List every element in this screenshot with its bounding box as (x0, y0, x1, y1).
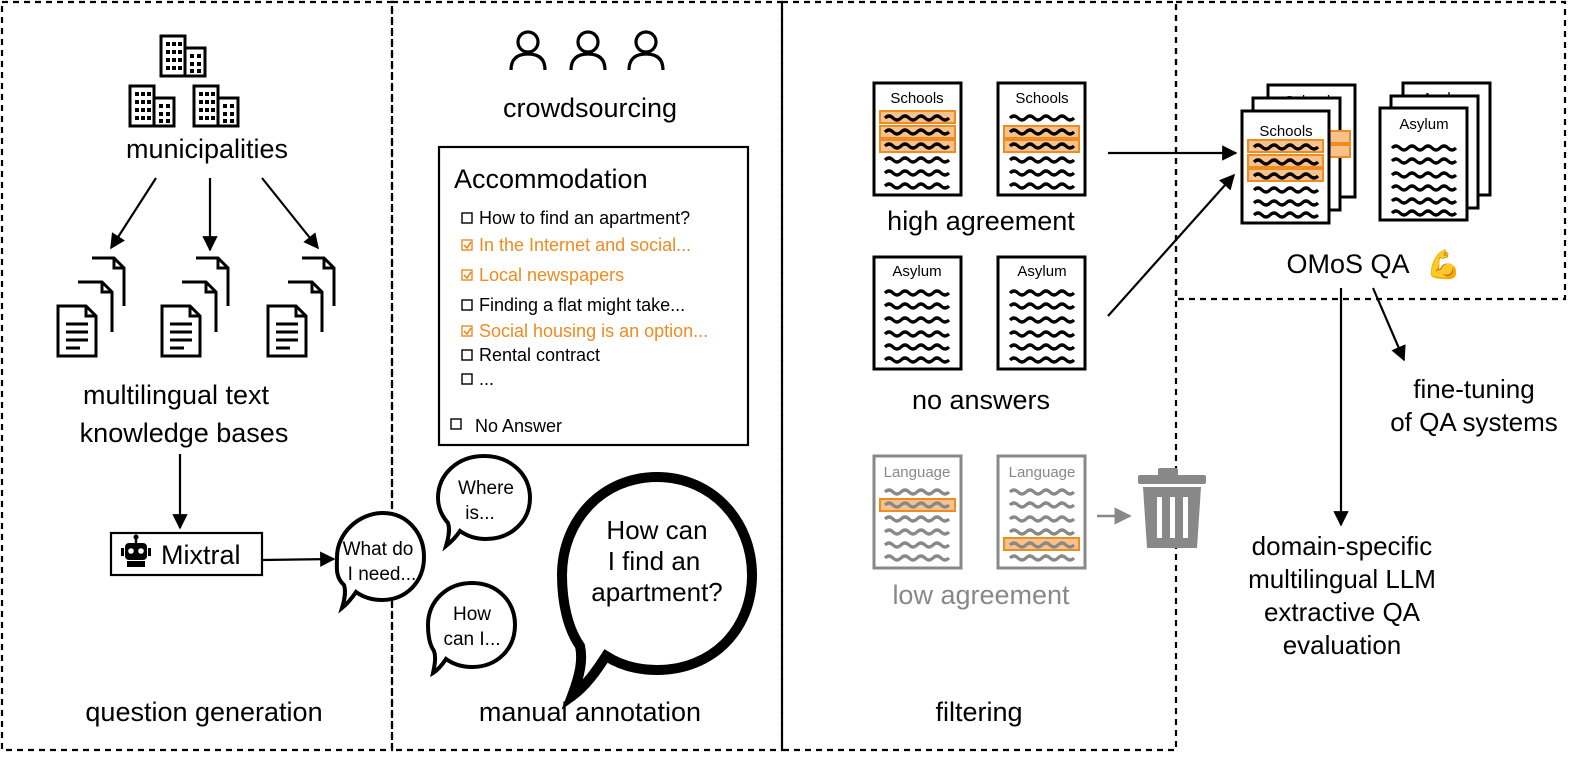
bubble-text-line1: Where (458, 478, 514, 499)
task-option: ... (479, 369, 494, 389)
eval-line1: domain-specific (1252, 531, 1433, 561)
manual-annotation-frame (390, 0, 784, 752)
flexed-biceps-icon: 💪 (1426, 248, 1461, 281)
task-option: Rental contract (479, 345, 600, 365)
checkbox[interactable] (461, 349, 473, 361)
crowdsourcing-label: crowdsourcing (503, 93, 677, 123)
filtering-frame (780, 0, 1178, 752)
task-options: How to find an apartment? In the Internet… (461, 208, 708, 389)
checkbox[interactable] (461, 212, 473, 224)
low-agreement-label: low agreement (892, 580, 1070, 610)
model-label: Mixtral (161, 540, 241, 570)
task-option: In the Internet and social... (479, 235, 691, 255)
stack-asylum: Asylum Asylum (1378, 81, 1492, 222)
dataset-name: OMoS QA (1286, 249, 1409, 279)
checkbox[interactable] (461, 373, 473, 385)
checkbox[interactable] (461, 269, 473, 281)
eval-line2: multilingual LLM (1248, 564, 1436, 594)
kb-label-line1: multilingual text (83, 380, 270, 410)
annotation-task-card: Accommodation How to find an apartment? I… (437, 145, 750, 447)
doc-title: Asylum (1399, 116, 1448, 133)
municipality-arrows (110, 177, 319, 252)
bubble-text-line2: I need... (348, 564, 417, 585)
doc-title: Asylum (1017, 263, 1066, 280)
high-agreement-label: high agreement (887, 206, 1075, 236)
document-pile-icon (266, 256, 336, 358)
finetune-line1: fine-tuning (1413, 374, 1534, 404)
bubble-how: How can I... (425, 580, 518, 678)
checkmark-icon (463, 241, 472, 250)
doc-title: Schools (1015, 90, 1068, 107)
dataset-section: Schools Schools Asylum Asylum (1240, 81, 1558, 660)
checkbox[interactable] (461, 325, 473, 337)
doc-schools-2: Schools (996, 81, 1087, 197)
filtering-section: Schools Schools high agreement Asylum (872, 81, 1238, 727)
bubble-text-line1: How (453, 604, 491, 625)
doc-schools-1: Schools (872, 81, 963, 197)
municipalities-label: municipalities (126, 134, 288, 164)
task-option: How to find an apartment? (479, 208, 690, 228)
checkbox[interactable] (461, 239, 473, 251)
bubble-text-line1: How can (606, 515, 707, 545)
noanswer-to-dataset-arrow (1107, 173, 1236, 317)
task-option: Local newspapers (479, 265, 624, 285)
doc-title: Language (1009, 464, 1076, 481)
eval-line3: extractive QA (1264, 597, 1421, 627)
task-option: Finding a flat might take... (479, 295, 685, 315)
doc-title: Schools (890, 90, 943, 107)
bubble-text-line2: can I... (443, 629, 500, 650)
checkmark-icon (463, 327, 472, 336)
doc-language-1: Language (872, 454, 963, 570)
finetune-line2: of QA systems (1390, 407, 1558, 437)
doc-asylum-1: Asylum (872, 255, 963, 371)
manual-annotation-section: crowdsourcing Accommodation How to find … (425, 30, 758, 727)
bubble-text-line2: is... (465, 503, 495, 524)
dataset-frame (1174, 0, 1567, 301)
manual-annotation-label: manual annotation (479, 697, 701, 727)
generated-question-bubble: What do I need... (334, 510, 427, 614)
dataset-to-finetune-arrow (1371, 287, 1406, 362)
person-icon (569, 30, 607, 72)
question-generation-section: municipalities multilingual text knowled… (56, 34, 336, 727)
bubble-where: Where is... (435, 453, 533, 552)
doc-title: Language (884, 464, 951, 481)
task-title: Accommodation (454, 164, 648, 194)
filtering-label: filtering (935, 697, 1022, 727)
checkmark-icon (463, 271, 472, 280)
bubble-text-line2: I find an (608, 546, 701, 576)
checkbox[interactable] (461, 299, 473, 311)
stack-schools: Schools Schools (1240, 83, 1357, 225)
model-to-question-arrow (261, 551, 336, 567)
buildings-icon (128, 34, 240, 128)
question-generation-frame (0, 0, 394, 752)
doc-title: Schools (1259, 123, 1312, 140)
person-icon (509, 30, 547, 72)
eval-line4: evaluation (1283, 630, 1402, 660)
bubble-text-line1: What do (343, 539, 414, 560)
checkbox[interactable] (450, 418, 462, 430)
question-generation-label: question generation (85, 697, 322, 727)
doc-asylum-2: Asylum (996, 255, 1087, 371)
trash-icon (1138, 468, 1206, 548)
bubble-text-line3: apartment? (591, 577, 723, 607)
document-pile-icon (160, 256, 230, 358)
doc-title: Asylum (892, 263, 941, 280)
mixtral-box: Mixtral (109, 531, 264, 577)
no-answer-option: No Answer (475, 416, 562, 436)
document-pile-icon (56, 256, 126, 358)
no-answers-label: no answers (912, 385, 1050, 415)
doc-language-2: Language (996, 454, 1087, 570)
kb-label-line2: knowledge bases (80, 418, 289, 448)
person-icon (627, 30, 665, 72)
crowd-icon (509, 30, 665, 72)
bubble-big-question: How can I find an apartment? (556, 471, 758, 710)
task-option: Social housing is an option... (479, 321, 708, 341)
robot-icon (121, 534, 151, 567)
